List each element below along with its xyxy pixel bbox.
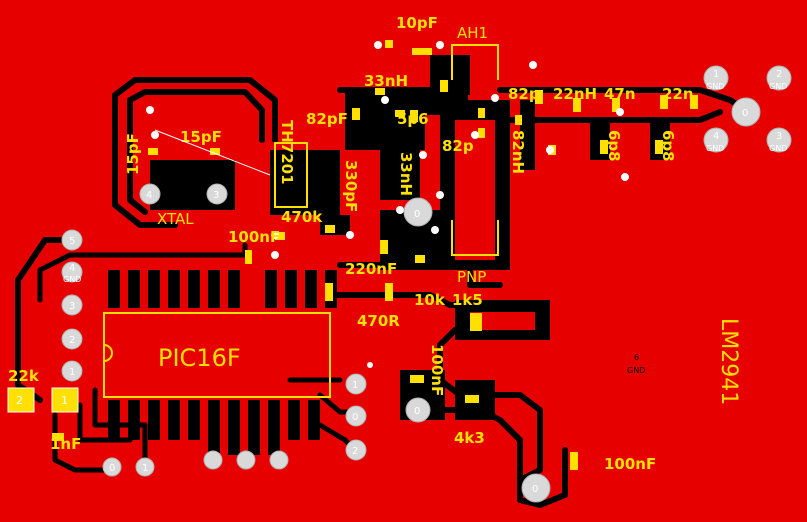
th7201-outline	[274, 142, 308, 208]
label-c-100nf-bot: 100nF	[604, 455, 656, 473]
svg-text:0: 0	[742, 108, 748, 119]
label-c-6p8-a: 6p8	[605, 130, 623, 162]
svg-text:2: 2	[352, 446, 358, 457]
svg-text:1: 1	[142, 463, 148, 474]
label-c-6p8-b: 6p8	[659, 130, 677, 162]
svg-text:GND: GND	[627, 366, 645, 375]
svg-text:3: 3	[213, 190, 219, 201]
pic16f-notch	[103, 344, 113, 362]
ah1-outline-bottom	[451, 220, 499, 256]
svg-text:4: 4	[713, 131, 719, 142]
svg-text:3: 3	[69, 301, 75, 312]
label-r-4k3: 4k3	[454, 429, 485, 447]
label-l-22nh: 22nH	[553, 85, 597, 103]
svg-text:GND: GND	[706, 144, 724, 153]
label-c-82p-mid: 82p	[442, 137, 474, 155]
svg-text:GND: GND	[63, 275, 81, 284]
smd-pads	[52, 40, 698, 470]
label-l-33nh-v: 33nH	[397, 152, 415, 196]
label-c-15pf-top: 15pF	[180, 128, 222, 146]
svg-text:GND: GND	[706, 82, 724, 91]
svg-text:4: 4	[146, 190, 152, 201]
label-lm2941: LM2941	[716, 318, 741, 405]
c10pf-island	[430, 55, 470, 95]
label-q-pnp: PNP	[457, 268, 486, 286]
pad-numbers: 4 3 5 4 GND 3 2 1 0 1 1 0 2 0 0 0 0 1 GN…	[63, 69, 787, 495]
label-c-15pf-left: 15pF	[124, 133, 142, 175]
ratsnest-line	[154, 129, 271, 176]
label-c-100nf-top: 100nF	[228, 228, 280, 246]
pic-bottom-pins	[108, 400, 320, 455]
through-hole-pads	[61, 65, 792, 503]
label-c-1nf: 1nF	[50, 435, 81, 453]
svg-text:0: 0	[352, 412, 358, 423]
svg-text:0: 0	[532, 484, 538, 495]
label-c-100nf-v: 100nF	[428, 344, 446, 396]
l33nh-v-island	[380, 150, 420, 200]
pic16f-outline	[103, 312, 331, 398]
svg-text:3: 3	[776, 131, 782, 142]
vias	[146, 41, 629, 368]
label-r-10k: 10k	[414, 291, 446, 309]
label-r-470k: 470k	[281, 208, 323, 226]
ah1-outline-top	[451, 44, 499, 80]
pic-top-pins	[108, 270, 337, 308]
r22k-pad-1-label: 1	[61, 394, 68, 407]
svg-text:2: 2	[776, 69, 782, 80]
svg-text:1: 1	[713, 69, 719, 80]
label-l-47n: 47n	[604, 85, 636, 103]
label-l-22n: 22n	[662, 85, 694, 103]
r22k-pad-2	[7, 387, 35, 413]
label-r-22k: 22k	[8, 367, 40, 385]
svg-text:1: 1	[352, 380, 358, 391]
label-l-33nh: 33nH	[364, 72, 408, 90]
svg-text:0: 0	[414, 406, 420, 417]
label-r-1k5: 1k5	[452, 291, 483, 309]
svg-text:6: 6	[634, 353, 639, 362]
svg-text:GND: GND	[769, 144, 787, 153]
svg-text:4: 4	[69, 263, 75, 274]
svg-text:0: 0	[414, 209, 420, 220]
label-c-82p-top: 82p	[508, 85, 540, 103]
svg-text:1: 1	[69, 367, 75, 378]
svg-text:0: 0	[109, 463, 115, 474]
r22k-pad-1	[51, 387, 79, 413]
label-xtal: XTAL	[157, 210, 194, 228]
label-pic16f: PIC16F	[158, 344, 241, 372]
label-c-5p6: 5p6	[397, 110, 429, 128]
label-c-82pf: 82pF	[306, 110, 348, 128]
r22k-pad-2-label: 2	[16, 394, 23, 407]
svg-text:GND: GND	[769, 82, 787, 91]
label-c-330pf: 330pF	[342, 160, 360, 212]
label-ah1: AH1	[457, 24, 488, 42]
label-c-10pf: 10pF	[396, 14, 438, 32]
svg-text:2: 2	[69, 335, 75, 346]
label-r-470r: 470R	[357, 312, 400, 330]
label-l-82nh: 82nH	[509, 130, 527, 174]
svg-text:5: 5	[69, 236, 75, 247]
label-c-220nf: 220nF	[345, 260, 397, 278]
label-th7201: TH7201	[278, 120, 296, 185]
th7201-copper-island	[270, 150, 340, 215]
component-labels: 10pF AH1 33nH 82pF 5p6 82p 22nH 47n 22n …	[8, 14, 741, 473]
